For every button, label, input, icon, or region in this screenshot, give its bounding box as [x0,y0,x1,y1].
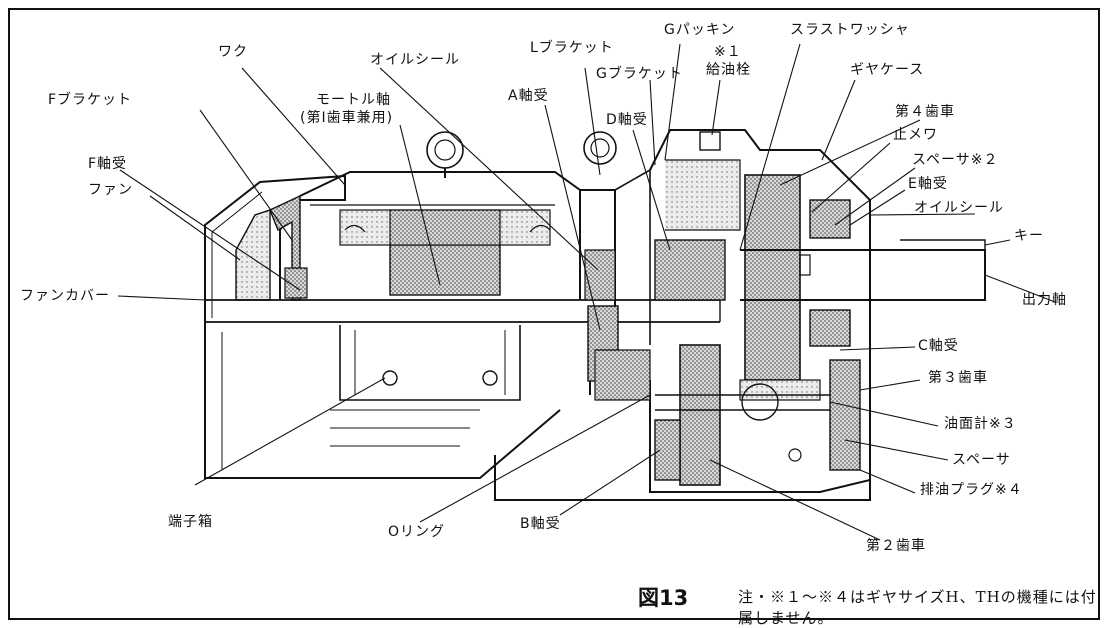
label-spacer: スペーサ [952,452,1011,468]
label-l-bracket: Lブラケット [530,40,614,56]
label-f-bracket: Fブラケット [48,92,133,108]
rotor [389,244,501,296]
c-bearing-shape [809,309,851,347]
b-bearing-shape [654,419,681,481]
label-oil-gauge: 油面計※３ [944,416,1017,432]
label-drain-plug: 排油プラグ※４ [920,482,1023,498]
label-waku: ワク [218,44,248,60]
figure-frame [8,8,1100,620]
label-d-bearing: D軸受 [606,112,648,128]
figure-note: 注・※１～※４はギヤサイズH、THの機種には付属しません。 [738,588,1097,627]
label-spacer-2: スペーサ※２ [912,152,999,168]
label-output-shaft: 出力軸 [1022,292,1067,308]
motor-foot [204,322,561,479]
gear-4-shape [744,174,801,381]
fan-shape [235,209,271,301]
label-fan-cover: ファンカバー [20,288,110,304]
motor-shaft-shape [205,299,720,323]
label-gear-3: 第３歯車 [928,370,988,386]
label-motor-shaft: モートル軸 [316,92,391,108]
label-b-bearing: B軸受 [520,516,561,532]
label-motor-shaft-sub: (第Ⅰ歯車兼用) [300,110,394,126]
label-key: キー [1014,228,1044,244]
label-fan: ファン [88,182,133,198]
label-gear-case: ギヤケース [850,62,925,78]
terminal-box [339,325,521,401]
label-terminal-box: 端子箱 [168,514,213,530]
label-oil-filler: 給油栓 [706,62,751,78]
label-g-packing: Gパッキン [664,22,736,38]
base-plate [494,455,871,501]
label-c-bearing: C軸受 [918,338,959,354]
label-f-bearing: F軸受 [88,156,128,172]
label-a-bearing: A軸受 [508,88,549,104]
label-gear-4: 第４歯車 [895,104,955,120]
label-gear-2: 第２歯車 [866,538,926,554]
label-note-1: ※１ [714,44,742,60]
gear-3-shape [739,379,821,401]
label-g-bracket: Gブラケット [596,66,683,82]
figure-number: 図13 [638,586,689,610]
label-thrust-washer: スラストワッシャ [790,22,910,38]
label-oil-seal-upper: オイルシール [370,52,460,68]
eye-bolt [426,131,464,169]
label-e-bearing: E軸受 [908,176,948,192]
label-o-ring: Oリング [388,524,446,540]
label-oil-seal-lower: オイルシール [914,200,1004,216]
label-stop-washer: 止メワ [893,127,938,143]
gear-2-shape [679,344,721,486]
frame-shape [299,171,581,300]
gear-case-shape [649,129,871,493]
